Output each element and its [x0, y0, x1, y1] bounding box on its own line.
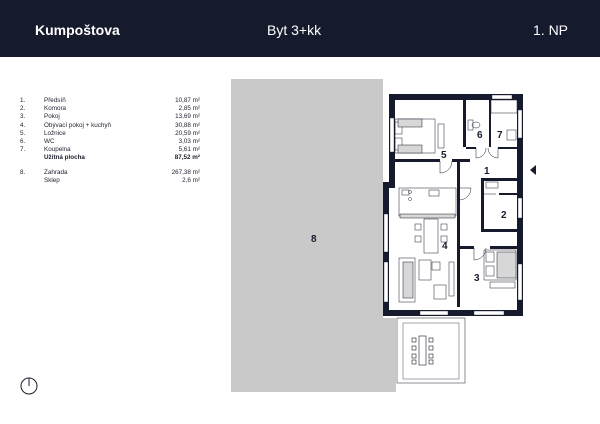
room-label-7: 7 — [497, 130, 503, 141]
legend-room-area: 30,88 m² — [175, 121, 200, 129]
room-labels: 1 2 3 4 5 6 7 8 — [311, 130, 507, 284]
legend-room-name: Zahrada — [44, 168, 68, 176]
legend-room-area: 13,69 m² — [175, 113, 200, 121]
legend-row: 4. Obývací pokoj + kuchyň 30,88 m² — [20, 122, 200, 130]
furniture — [394, 99, 518, 303]
legend-room-area: 10,87 m² — [175, 97, 200, 104]
legend-room-name: Komora — [44, 105, 67, 113]
legend-number: 7. — [20, 146, 26, 154]
legend-row: 7. Koupelna 5,61 m² — [20, 146, 200, 154]
legend-room-area: 267,38 m² — [171, 168, 200, 176]
legend-row: 2. Komora 2,85 m² — [20, 105, 200, 113]
entrance-arrow-icon — [530, 165, 536, 175]
legend-number: 5. — [20, 129, 26, 137]
room-legend: 1. Předsíň 10,87 m² 2. Komora 2,85 m² 3. Poko… — [20, 97, 200, 185]
legend-room-area: 2,85 m² — [178, 105, 200, 113]
room-label-5: 5 — [441, 150, 447, 161]
room-label-6: 6 — [477, 130, 483, 141]
room-label-2: 2 — [501, 210, 507, 221]
page-header: Kumpoštova Byt 3+kk 1. NP — [0, 0, 600, 57]
legend-room-area: 5,61 m² — [178, 146, 200, 154]
terrace-table — [411, 335, 434, 366]
legend-room-area: 2,6 m² — [182, 176, 200, 184]
legend-room-name: Koupelna — [44, 146, 71, 154]
legend-row: 6. WC 3,03 m² — [20, 138, 200, 146]
windows — [383, 94, 523, 316]
legend-row: 8. Zahrada 267,38 m² — [20, 169, 200, 177]
room-label-4: 4 — [442, 241, 448, 252]
project-name: Kumpoštova — [35, 22, 120, 38]
legend-room-name: Sklep — [44, 176, 60, 184]
legend-number: 3. — [20, 113, 26, 121]
legend-total-area: 87,52 m² — [174, 154, 200, 162]
legend-room-area: 20,59 m² — [175, 129, 200, 137]
legend-room-name: WC — [44, 137, 55, 145]
legend-room-name: Ložnice — [44, 129, 66, 137]
legend-room-name: Pokoj — [44, 113, 60, 121]
interior-walls — [395, 99, 517, 307]
legend-row: 5. Ložnice 20,59 m² — [20, 130, 200, 138]
legend-number: 2. — [20, 105, 26, 113]
legend-number: 8. — [20, 168, 26, 176]
legend-total-name: Užitná plocha — [44, 154, 85, 162]
room-label-1: 1 — [484, 166, 490, 177]
room-label-3: 3 — [474, 273, 480, 284]
legend-number: 1. — [20, 97, 26, 104]
legend-row: 1. Předsíň 10,87 m² — [20, 97, 200, 105]
terrace-edge — [402, 322, 460, 380]
legend-row: Sklep 2,6 m² — [20, 177, 200, 185]
legend-room-area: 3,03 m² — [178, 137, 200, 145]
room-label-8: 8 — [311, 234, 317, 245]
legend-number: 4. — [20, 121, 26, 129]
legend-total-row: Užitná plocha 87,52 m² — [20, 154, 200, 162]
legend-number: 6. — [20, 137, 26, 145]
apartment-type: Byt 3+kk — [267, 22, 322, 38]
floor-label: 1. NP — [533, 22, 569, 38]
legend-room-name: Předsíň — [44, 97, 66, 104]
legend-row: 3. Pokoj 13,69 m² — [20, 113, 200, 121]
legend-room-name: Obývací pokoj + kuchyň — [44, 121, 112, 129]
garden-area — [231, 79, 396, 392]
terrace — [396, 317, 466, 384]
north-compass-icon — [20, 377, 38, 395]
